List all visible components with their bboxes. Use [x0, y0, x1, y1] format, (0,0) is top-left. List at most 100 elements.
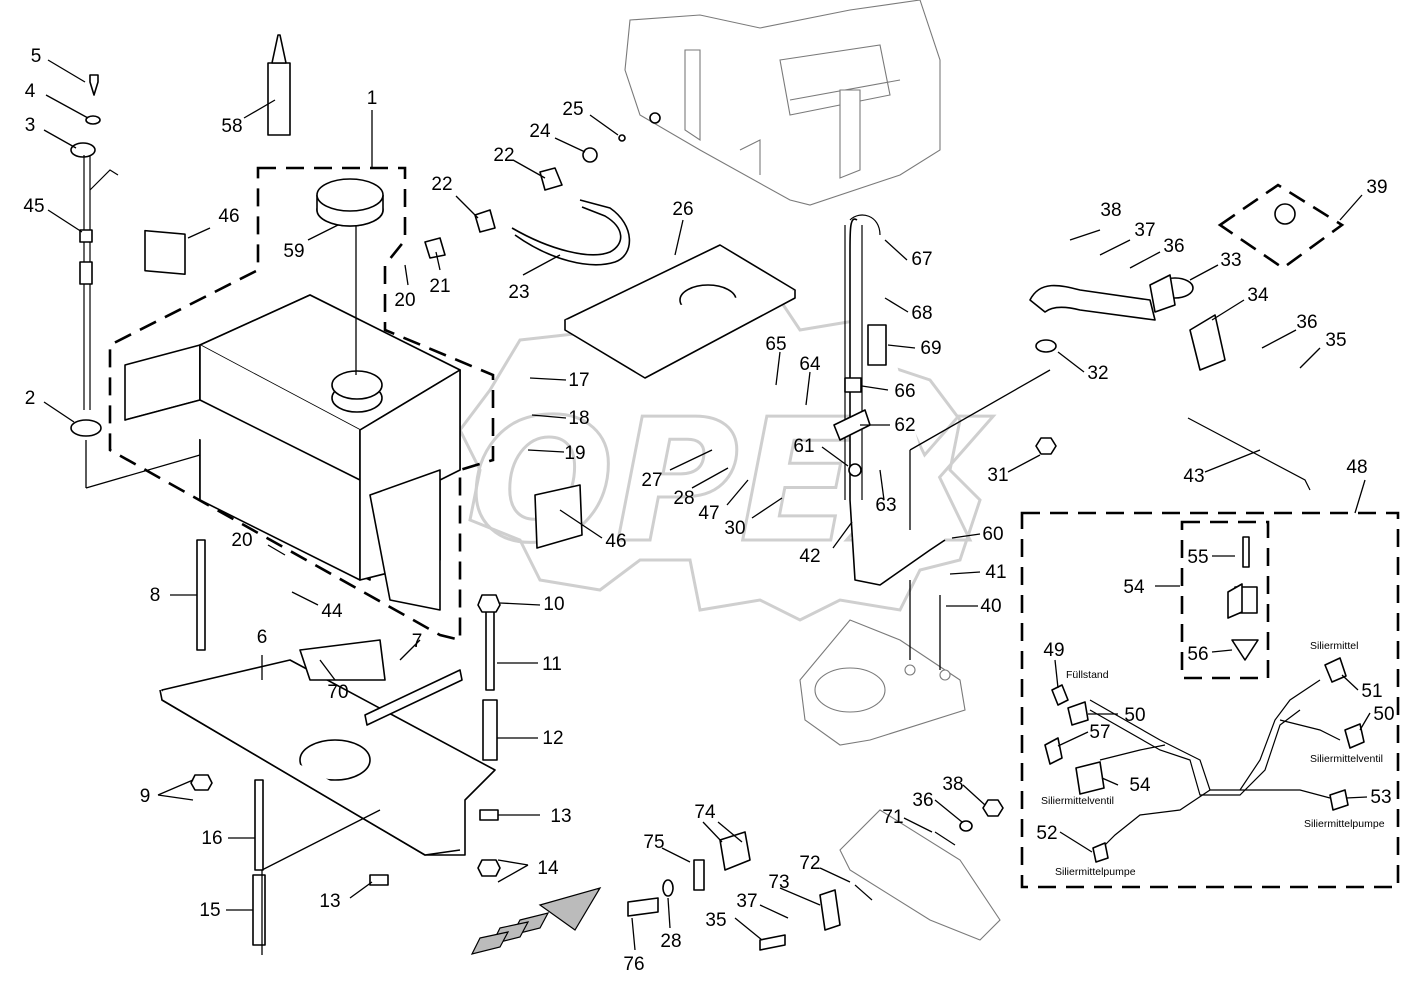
callout-48: 48	[1346, 457, 1367, 478]
callout-28-bottom: 28	[660, 931, 681, 952]
callout-44: 44	[321, 601, 343, 622]
callout-30: 30	[724, 518, 745, 539]
wiring-harness-box	[1020, 511, 1400, 889]
callout-65: 65	[765, 334, 786, 355]
label-siliermittelpumpe-left: Siliermittelpumpe	[1055, 866, 1136, 878]
sealant-cartridge	[267, 34, 291, 136]
callout-57: 57	[1089, 722, 1110, 743]
label-fuellstand: Füllstand	[1066, 669, 1109, 681]
callout-67: 67	[911, 249, 932, 270]
callout-18: 18	[568, 408, 589, 429]
callout-64: 64	[799, 354, 821, 375]
callout-69: 69	[920, 338, 941, 359]
label-siliermittelventil-left: Siliermittelventil	[1041, 795, 1114, 807]
callout-38-top: 38	[1100, 200, 1121, 221]
level-sensor-assembly	[70, 74, 201, 489]
callout-70: 70	[327, 682, 348, 703]
callout-11: 11	[542, 654, 562, 675]
callout-22-left: 22	[431, 174, 452, 195]
direction-arrow	[470, 887, 602, 955]
callout-40: 40	[980, 596, 1001, 617]
base-plate	[159, 639, 496, 856]
callout-5: 5	[31, 46, 42, 67]
callout-36-right: 36	[1296, 312, 1317, 333]
callout-20-bottom: 20	[231, 530, 252, 551]
callout-55: 55	[1187, 547, 1208, 568]
callout-60: 60	[982, 524, 1003, 545]
mounting-hardware	[627, 799, 1004, 951]
callout-50-left: 50	[1124, 705, 1145, 726]
callout-62: 62	[894, 415, 915, 436]
callout-63: 63	[875, 495, 896, 516]
callout-56: 56	[1187, 644, 1208, 665]
callout-22-right: 22	[493, 145, 514, 166]
callout-13-left: 13	[319, 891, 340, 912]
callout-49: 49	[1043, 640, 1064, 661]
callout-31: 31	[987, 465, 1008, 486]
callout-32: 32	[1087, 363, 1108, 384]
label-plate-top	[144, 229, 186, 275]
callout-9: 9	[140, 786, 151, 807]
callout-26: 26	[672, 199, 693, 220]
drip-tray	[564, 244, 796, 379]
callout-73: 73	[768, 872, 789, 893]
callout-13-right: 13	[550, 806, 571, 827]
callout-66: 66	[894, 381, 915, 402]
callout-68: 68	[911, 303, 932, 324]
callout-25: 25	[562, 99, 583, 120]
pipe-bracket	[1029, 274, 1226, 455]
callout-15: 15	[199, 900, 220, 921]
callout-59: 59	[283, 241, 304, 262]
callout-47: 47	[698, 503, 719, 524]
callout-36-top: 36	[1163, 236, 1184, 257]
callout-61: 61	[793, 436, 814, 457]
label-siliermittelpumpe-right: Siliermittelpumpe	[1304, 818, 1385, 830]
callout-54-top: 54	[1123, 577, 1145, 598]
callout-34: 34	[1247, 285, 1269, 306]
callout-24: 24	[529, 121, 551, 142]
machine-outline-top	[624, 0, 941, 206]
callout-16: 16	[201, 828, 222, 849]
callout-35-bottom: 35	[705, 910, 726, 931]
callout-19: 19	[564, 443, 585, 464]
machine-outline-bottom	[799, 619, 1001, 941]
callout-35-right: 35	[1325, 330, 1346, 351]
callout-3: 3	[25, 115, 36, 136]
callout-numbers: 5 4 3 45 2 1 58 59 46 20 21 22 23 22 24 …	[23, 46, 1394, 975]
suction-hose	[424, 112, 661, 266]
tank-cap	[316, 178, 384, 375]
callout-1: 1	[367, 88, 378, 109]
callout-12: 12	[542, 728, 563, 749]
callout-43: 43	[1183, 466, 1204, 487]
callout-10: 10	[543, 594, 564, 615]
callout-36-bottom: 36	[912, 790, 933, 811]
callout-58: 58	[221, 116, 242, 137]
callout-50-right: 50	[1373, 704, 1394, 725]
silage-agent-tank	[124, 294, 461, 611]
callout-46-lower: 46	[605, 531, 626, 552]
callout-39: 39	[1366, 177, 1387, 198]
callout-27: 27	[641, 470, 662, 491]
callout-41: 41	[985, 562, 1006, 583]
filler-cap-icon	[1274, 203, 1296, 225]
callout-23: 23	[508, 282, 529, 303]
callout-33: 33	[1220, 250, 1241, 271]
label-plate-lower	[534, 484, 583, 549]
callout-52: 52	[1036, 823, 1057, 844]
callout-75: 75	[643, 832, 664, 853]
callout-28-mid: 28	[673, 488, 694, 509]
callout-71: 71	[882, 807, 903, 828]
callout-17: 17	[568, 370, 589, 391]
cable-tie	[1187, 417, 1311, 491]
callout-6: 6	[257, 627, 268, 648]
label-siliermittel: Siliermittel	[1310, 640, 1358, 652]
pressure-line	[833, 214, 946, 586]
callout-38-bottom: 38	[942, 774, 963, 795]
callout-42: 42	[799, 546, 820, 567]
callout-46-top: 46	[218, 206, 239, 227]
callout-76: 76	[623, 954, 644, 975]
callout-7: 7	[412, 631, 423, 652]
assembly-outline-39	[1217, 183, 1345, 270]
callout-37-top: 37	[1134, 220, 1155, 241]
